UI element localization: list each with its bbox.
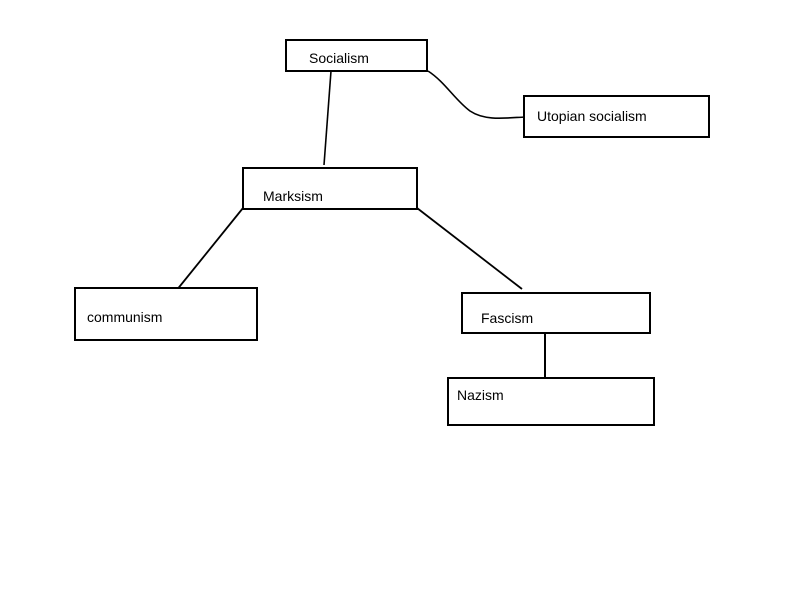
node-label-socialism: Socialism [309,50,369,66]
node-communism: communism [74,287,258,341]
edge-socialism-marksism [323,70,332,166]
node-marksism: Marksism [242,167,418,210]
node-label-nazism: Nazism [457,387,504,403]
node-socialism: Socialism [285,39,428,72]
edge-marksism-fascism [416,207,523,290]
edge-socialism-utopian [427,70,526,119]
node-label-utopian-socialism: Utopian socialism [537,108,647,124]
node-label-fascism: Fascism [481,310,534,326]
node-fascism: Fascism [461,292,651,334]
node-utopian-socialism: Utopian socialism [523,95,710,138]
node-label-communism: communism [87,309,163,325]
node-nazism: Nazism [447,377,655,426]
edge-marksism-communism [175,207,244,292]
node-label-marksism: Marksism [263,188,323,204]
